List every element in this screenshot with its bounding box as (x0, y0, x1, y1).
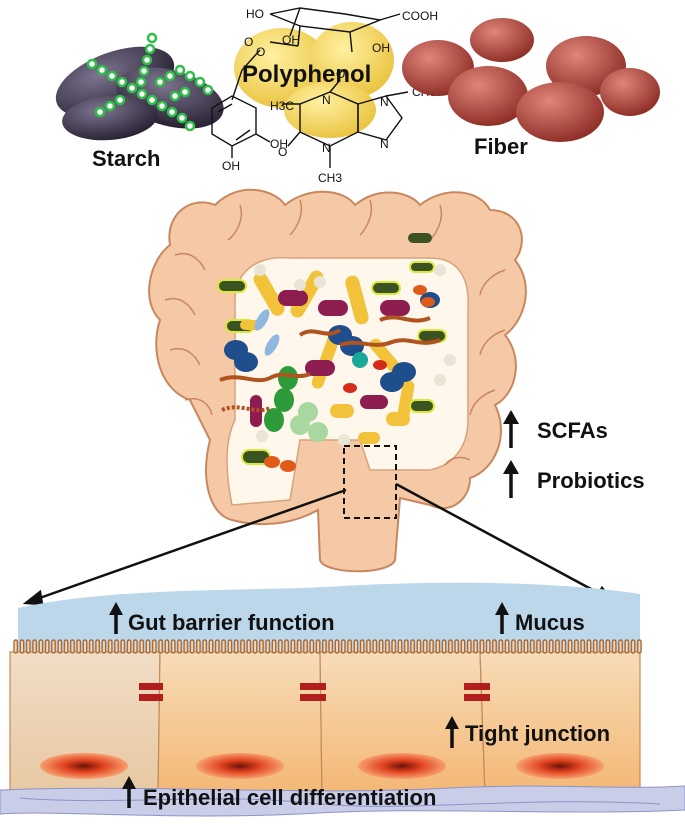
polyphenol-label: Polyphenol (242, 61, 371, 88)
tight-junctions (139, 683, 490, 701)
polyphenol-structure (211, 7, 409, 168)
up-arrow-icon (503, 460, 519, 474)
up-arrow-icon (445, 716, 459, 729)
yellow-potatoes (234, 22, 394, 138)
starch-potatoes (55, 46, 224, 141)
svg-text:O: O (256, 45, 265, 59)
svg-text:Tight junction: Tight junction (465, 721, 610, 746)
epithelial-effect: Epithelial cell differentiation (122, 776, 436, 810)
svg-text:O: O (336, 67, 345, 81)
up-arrow-icon (495, 602, 509, 615)
svg-text:COOH: COOH (402, 9, 438, 23)
svg-text:OH: OH (282, 33, 300, 47)
red-potatoes (402, 18, 660, 142)
probiotics-effect: Probiotics (503, 460, 645, 498)
svg-text:O: O (244, 35, 253, 49)
svg-text:O: O (278, 145, 287, 159)
up-arrow-icon (503, 410, 519, 424)
starch-chain (86, 32, 214, 132)
svg-text:N: N (380, 137, 389, 151)
basement-membrane (0, 785, 685, 817)
svg-text:OH: OH (270, 137, 288, 151)
svg-text:N: N (380, 95, 389, 109)
svg-text:OH: OH (372, 41, 390, 55)
zoom-box (343, 445, 397, 519)
nuclei (40, 753, 604, 779)
mucus-layer (18, 582, 640, 655)
fiber-label: Fiber (474, 134, 528, 159)
svg-text:CH3: CH3 (318, 171, 342, 185)
svg-text:HO: HO (246, 7, 264, 21)
svg-text:H3C: H3C (270, 99, 294, 113)
svg-text:OH: OH (222, 159, 240, 173)
svg-text:Mucus: Mucus (515, 610, 585, 635)
svg-text:Epithelial cell differentiatio: Epithelial cell differentiation (143, 785, 436, 810)
svg-text:N: N (322, 93, 331, 107)
scfas-effect: SCFAs (503, 410, 608, 448)
colon (148, 188, 527, 573)
up-arrow-icon (122, 776, 136, 789)
svg-text:SCFAs: SCFAs (537, 418, 608, 443)
up-arrow-icon (109, 602, 123, 615)
svg-text:Gut barrier function: Gut barrier function (128, 610, 335, 635)
svg-text:Probiotics: Probiotics (537, 468, 645, 493)
mucus-effect: Mucus (495, 602, 585, 635)
svg-text:N: N (322, 141, 331, 155)
starch-label: Starch (92, 146, 160, 171)
tight-junction-effect: Tight junction (445, 716, 610, 748)
gut-barrier-effect: Gut barrier function (109, 602, 335, 635)
microbiota (217, 233, 456, 472)
microvilli (13, 639, 642, 654)
